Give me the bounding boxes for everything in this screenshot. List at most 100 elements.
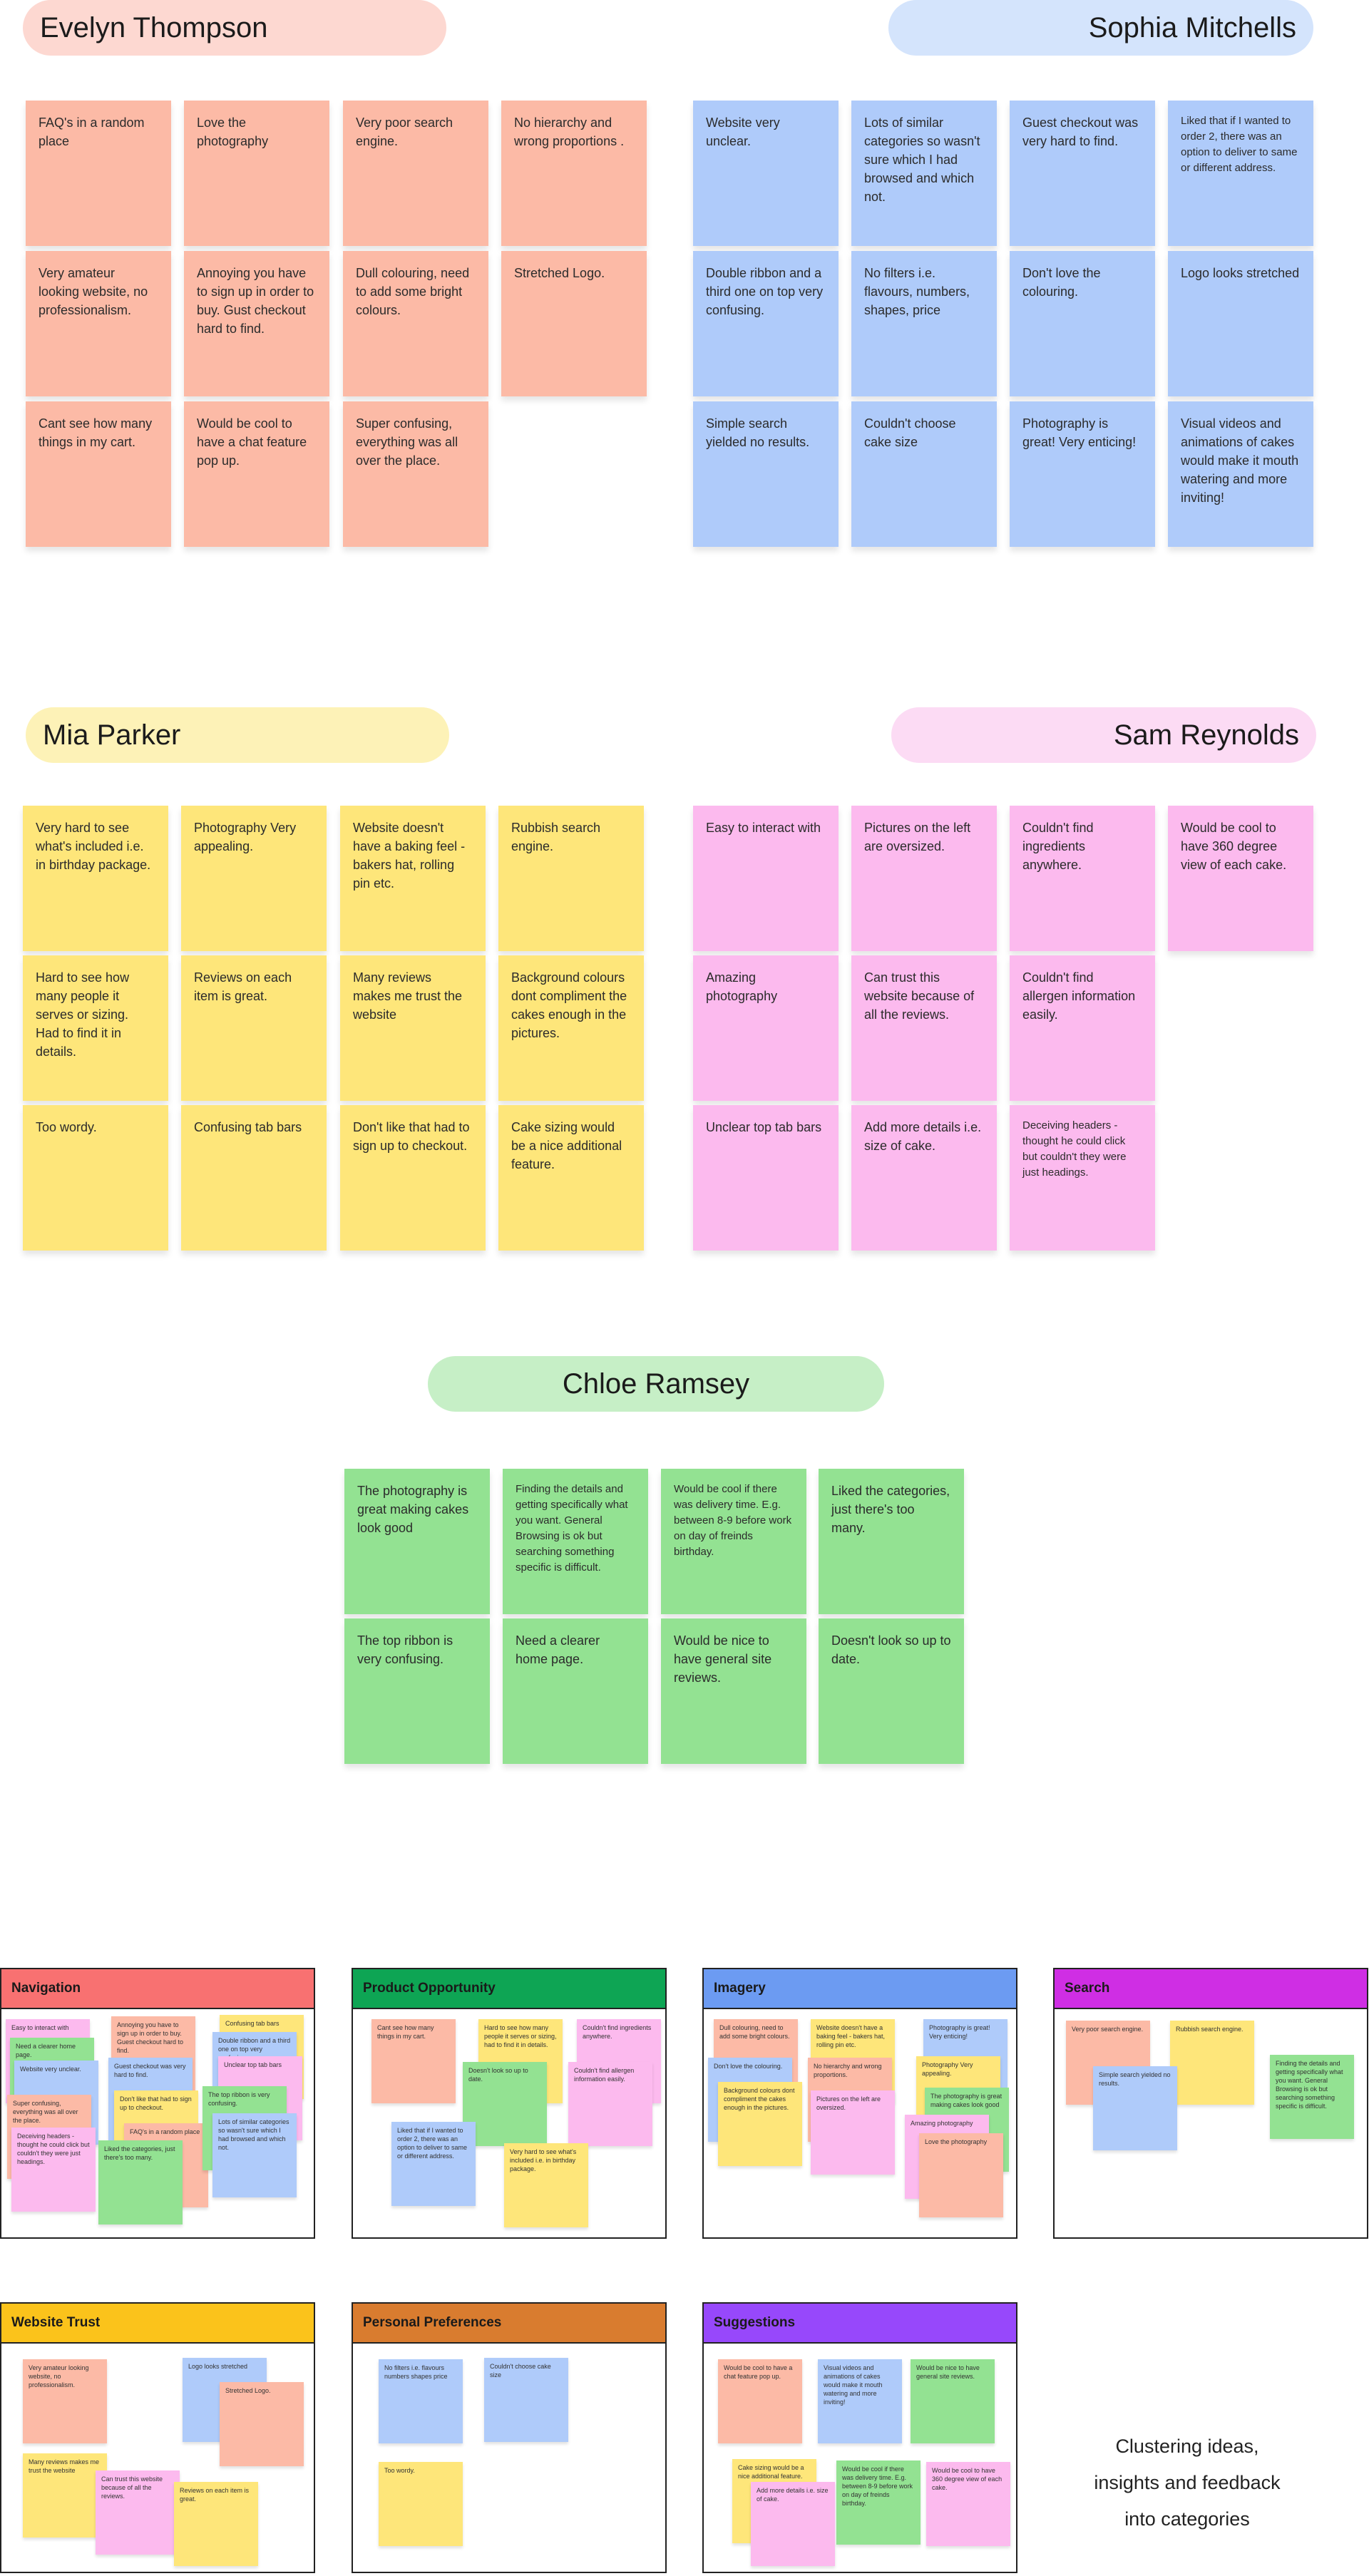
sticky-note[interactable]: Stretched Logo. <box>501 251 647 396</box>
sticky-note[interactable]: Cake sizing would be a nice additional f… <box>498 1105 644 1251</box>
sticky-note[interactable]: Unclear top tab bars <box>693 1105 839 1251</box>
board-caption: Clustering ideas, insights and feedback … <box>1094 2436 1281 2530</box>
mini-note[interactable]: Love the photography <box>919 2133 1003 2217</box>
mini-note[interactable]: Pictures on the left are oversized. <box>811 2090 895 2175</box>
cluster-title: Navigation <box>1 1969 314 2009</box>
mini-note[interactable]: Add more details i.e. size of cake. <box>751 2482 835 2566</box>
mini-note[interactable]: Many reviews makes me trust the website <box>23 2453 107 2537</box>
sticky-note[interactable]: Can trust this website because of all th… <box>851 955 997 1101</box>
mini-note[interactable]: Too wordy. <box>379 2462 463 2546</box>
sticky-note[interactable]: Couldn't find allergen information easil… <box>1010 955 1155 1101</box>
sticky-note[interactable]: Dull colouring, need to add some bright … <box>343 251 488 396</box>
mini-note[interactable]: Finding the details and getting specific… <box>1270 2055 1354 2139</box>
sticky-note[interactable]: Website very unclear. <box>693 101 839 246</box>
sticky-note[interactable]: Finding the details and getting specific… <box>503 1469 648 1614</box>
sticky-note[interactable]: Photography is great! Very enticing! <box>1010 401 1155 547</box>
sticky-note[interactable]: Liked that if I wanted to order 2, there… <box>1168 101 1313 246</box>
sticky-note[interactable]: Rubbish search engine. <box>498 806 644 951</box>
mini-note[interactable]: Lots of similar categories so wasn't sur… <box>212 2113 297 2197</box>
sticky-note[interactable]: Photography Very appealing. <box>181 806 327 951</box>
sticky-note[interactable]: Too wordy. <box>23 1105 168 1251</box>
mini-note[interactable]: Very amateur looking website, no profess… <box>23 2359 107 2443</box>
sticky-note[interactable]: Very hard to see what's included i.e. in… <box>23 806 168 951</box>
cluster-title: Website Trust <box>1 2304 314 2344</box>
cluster-title: Product Opportunity <box>353 1969 665 2009</box>
mini-note[interactable]: Liked that if I wanted to order 2, there… <box>391 2122 476 2206</box>
cluster-personal-preferences: Personal Preferences No filters i.e. fla… <box>352 2302 667 2573</box>
sticky-note[interactable]: Very poor search engine. <box>343 101 488 246</box>
mini-note[interactable]: Liked the categories, just there's too m… <box>98 2140 183 2225</box>
participant-name-mia: Mia Parker <box>26 707 449 763</box>
mini-note[interactable]: Would be cool to have 360 degree view of… <box>926 2462 1010 2546</box>
mini-note[interactable]: Simple search yielded no results. <box>1093 2066 1177 2150</box>
sticky-note[interactable]: Visual videos and animations of cakes wo… <box>1168 401 1313 547</box>
sticky-note[interactable]: Would be cool to have 360 degree view of… <box>1168 806 1313 951</box>
mini-note[interactable]: No filters i.e. flavours numbers shapes … <box>379 2359 463 2443</box>
mini-note[interactable]: Cant see how many things in my cart. <box>371 2019 456 2103</box>
sticky-note[interactable]: Background colours dont compliment the c… <box>498 955 644 1101</box>
sticky-note[interactable]: Would be nice to have general site revie… <box>661 1618 806 1764</box>
mini-note[interactable]: Background colours dont compliment the c… <box>718 2082 802 2166</box>
sticky-note[interactable]: Liked the categories, just there's too m… <box>819 1469 964 1614</box>
sticky-note[interactable]: Double ribbon and a third one on top ver… <box>693 251 839 396</box>
mini-note[interactable]: Reviews on each item is great. <box>174 2482 258 2566</box>
cluster-website-trust: Website Trust Very amateur looking websi… <box>0 2302 315 2573</box>
sticky-note[interactable]: Guest checkout was very hard to find. <box>1010 101 1155 246</box>
cluster-title: Personal Preferences <box>353 2304 665 2344</box>
sticky-note[interactable]: FAQ's in a random place <box>26 101 171 246</box>
cluster-search: Search Very poor search engine. Rubbish … <box>1053 1968 1368 2239</box>
participant-name-chloe: Chloe Ramsey <box>428 1356 884 1412</box>
sticky-note[interactable]: Reviews on each item is great. <box>181 955 327 1101</box>
sticky-note[interactable]: Annoying you have to sign up in order to… <box>184 251 329 396</box>
cluster-product-opportunity: Product Opportunity Cant see how many th… <box>352 1968 667 2239</box>
sticky-note[interactable]: Amazing photography <box>693 955 839 1101</box>
sticky-note[interactable]: Don't love the colouring. <box>1010 251 1155 396</box>
participant-name-sophia: Sophia Mitchells <box>888 0 1313 56</box>
cluster-imagery: Imagery Dull colouring, need to add some… <box>702 1968 1017 2239</box>
sticky-note[interactable]: Couldn't find ingredients anywhere. <box>1010 806 1155 951</box>
cluster-navigation: Navigation Easy to interact with Need a … <box>0 1968 315 2239</box>
cluster-title: Suggestions <box>704 2304 1016 2344</box>
sticky-note[interactable]: Love the photography <box>184 101 329 246</box>
sticky-note[interactable]: Logo looks stretched <box>1168 251 1313 396</box>
participant-name-sam: Sam Reynolds <box>891 707 1316 763</box>
sticky-note[interactable]: Don't like that had to sign up to checko… <box>340 1105 486 1251</box>
sticky-note[interactable]: Easy to interact with <box>693 806 839 951</box>
sticky-note[interactable]: Very amateur looking website, no profess… <box>26 251 171 396</box>
cluster-title: Imagery <box>704 1969 1016 2009</box>
mini-note[interactable]: Doesn't look so up to date. <box>463 2062 547 2146</box>
sticky-note[interactable]: Super confusing, everything was all over… <box>343 401 488 547</box>
sticky-note[interactable]: Website doesn't have a baking feel - bak… <box>340 806 486 951</box>
cluster-suggestions: Suggestions Would be cool to have a chat… <box>702 2302 1017 2573</box>
mini-note[interactable]: Deceiving headers - thought he could cli… <box>11 2128 96 2212</box>
mini-note[interactable]: Would be nice to have general site revie… <box>911 2359 995 2443</box>
sticky-note[interactable]: No filters i.e. flavours, numbers, shape… <box>851 251 997 396</box>
sticky-note[interactable]: Many reviews makes me trust the website <box>340 955 486 1101</box>
mini-note[interactable]: Rubbish search engine. <box>1170 2021 1254 2105</box>
mini-note[interactable]: Stretched Logo. <box>220 2382 304 2466</box>
sticky-note[interactable]: Pictures on the left are oversized. <box>851 806 997 951</box>
sticky-note[interactable]: Deceiving headers - thought he could cli… <box>1010 1105 1155 1251</box>
sticky-note[interactable]: Hard to see how many people it serves or… <box>23 955 168 1101</box>
sticky-note[interactable]: Would be cool if there was delivery time… <box>661 1469 806 1614</box>
mini-note[interactable]: Would be cool to have a chat feature pop… <box>718 2359 802 2443</box>
mini-note[interactable]: Couldn't find allergen information easil… <box>568 2062 652 2146</box>
sticky-note[interactable]: Simple search yielded no results. <box>693 401 839 547</box>
mini-note[interactable]: Can trust this website because of all th… <box>96 2470 180 2555</box>
cluster-title: Search <box>1055 1969 1367 2009</box>
sticky-note[interactable]: Add more details i.e. size of cake. <box>851 1105 997 1251</box>
mini-note[interactable]: Would be cool if there was delivery time… <box>836 2460 921 2545</box>
sticky-note[interactable]: The top ribbon is very confusing. <box>344 1618 490 1764</box>
sticky-note[interactable]: Need a clearer home page. <box>503 1618 648 1764</box>
sticky-note[interactable]: Couldn't choose cake size <box>851 401 997 547</box>
mini-note[interactable]: Very hard to see what's included i.e. in… <box>504 2143 588 2227</box>
mini-note[interactable]: Couldn't choose cake size <box>484 2358 568 2442</box>
mini-note[interactable]: Visual videos and animations of cakes wo… <box>818 2359 902 2443</box>
sticky-note[interactable]: Lots of similar categories so wasn't sur… <box>851 101 997 246</box>
sticky-note[interactable]: No hierarchy and wrong proportions . <box>501 101 647 246</box>
sticky-note[interactable]: The photography is great making cakes lo… <box>344 1469 490 1614</box>
sticky-note[interactable]: Cant see how many things in my cart. <box>26 401 171 547</box>
sticky-note[interactable]: Would be cool to have a chat feature pop… <box>184 401 329 547</box>
sticky-note[interactable]: Doesn't look so up to date. <box>819 1618 964 1764</box>
sticky-note[interactable]: Confusing tab bars <box>181 1105 327 1251</box>
